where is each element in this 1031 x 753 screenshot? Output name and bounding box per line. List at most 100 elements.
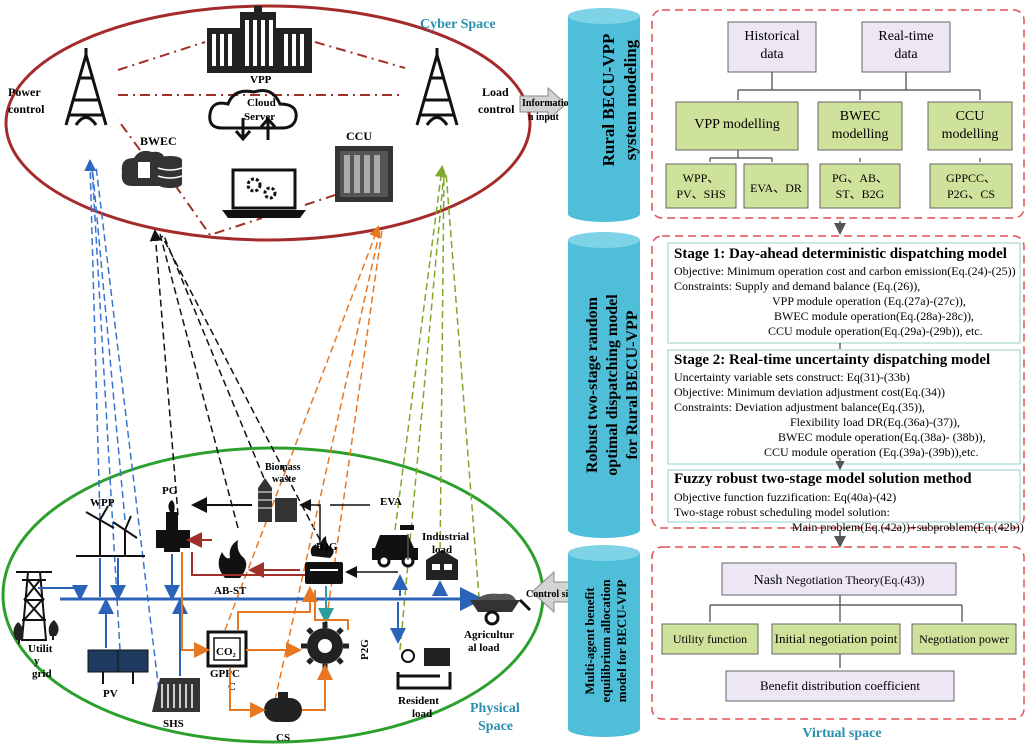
information-input-arrow xyxy=(519,86,567,122)
leaf3-line1: PG、AB、 xyxy=(831,171,888,185)
co2-label: CO₂ xyxy=(216,646,237,658)
realtime-data-text: Real-time data xyxy=(862,28,950,64)
initial-box xyxy=(771,623,901,655)
ccu-line1: CCU xyxy=(955,109,985,124)
pg-label: PG xyxy=(162,485,178,497)
stage1-title: Stage 1: Day-ahead deterministic dispatc… xyxy=(674,246,1007,262)
stage2-line: Flexibility load DR(Eq.(36a)-(37)), xyxy=(790,415,960,429)
uplinks-blue xyxy=(84,159,161,701)
stage1-line: Constraints: Supply and demand balance (… xyxy=(674,279,921,293)
stage1-line: Objective: Minimum operation cost and ca… xyxy=(674,264,1016,278)
p2g-label: P2G xyxy=(359,639,371,660)
leaf-box-1 xyxy=(665,163,737,209)
modeling-panel xyxy=(651,9,1025,219)
nash-prefix: Nash xyxy=(753,573,786,588)
initial-text: Initial negotiation point xyxy=(774,631,898,646)
sidebar-modeling-line1: Rural BECU-VPP xyxy=(599,33,618,167)
load-control-label: Load xyxy=(482,85,509,99)
vpp-label: VPP xyxy=(250,74,272,86)
benefit-connectors xyxy=(709,595,963,668)
sidebar-dispatch-line3: for Rural BECU-VPP xyxy=(624,310,641,460)
realtime-line2: data xyxy=(894,47,918,62)
physical-space-title-2: Space xyxy=(478,719,513,734)
bwec-modelling-box xyxy=(817,101,903,151)
sidebar-benefit-line3: model for BECU-VPP xyxy=(614,579,629,703)
sidebar-dispatch-line2: optimal dispatching model xyxy=(604,294,621,476)
coefficient-text: Benefit distribution coefficient xyxy=(759,678,921,693)
nash-box xyxy=(721,562,957,596)
gppcc-label-2: C xyxy=(228,681,236,693)
b2g-burner-icon xyxy=(305,536,343,584)
agricultural-label: Agricultur xyxy=(464,629,514,641)
trees-icon xyxy=(13,620,59,644)
fuzzy-line: Main problem(Eq.(42a))+subproblem(Eq.(42… xyxy=(792,520,1024,534)
wheelbarrow-icon xyxy=(470,593,532,626)
stage2-line: CCU module operation (Eq.(39a)-(39b)),et… xyxy=(764,445,979,459)
modeling-connectors xyxy=(709,72,981,162)
uplinks-olive xyxy=(394,165,481,651)
gppcc-label: GPPC xyxy=(210,668,240,680)
leaf-2-text: EVA、DR xyxy=(750,181,802,195)
ab-st-label: AB-ST xyxy=(214,585,247,597)
biomass-label-2: waste xyxy=(272,474,296,485)
laptop-icon xyxy=(222,168,306,218)
utility-grid-label-3: grid xyxy=(32,668,52,680)
nash-text: Nash Negotiation Theory(Eq.(43)) xyxy=(722,571,956,589)
stage2-line: Uncertainty variable sets construct: Eq(… xyxy=(674,370,910,384)
cloud-server-label-2: Server xyxy=(244,111,275,123)
historical-data-box xyxy=(727,21,817,73)
virtual-space-label: Virtual space xyxy=(802,726,882,741)
power-box xyxy=(911,623,1017,655)
utility-tower-icon xyxy=(16,571,52,641)
pv-label: PV xyxy=(103,688,118,700)
leaf3-line2: ST、B2G xyxy=(835,187,885,201)
stage2-title: Stage 2: Real-time uncertainty dispatchi… xyxy=(674,352,991,368)
historical-data-text: Historical data xyxy=(728,28,816,64)
utility-grid-label-2: y xyxy=(34,655,40,667)
cs-label: CS xyxy=(276,732,290,744)
leaf-box-3 xyxy=(819,163,901,209)
stage2-line: BWEC module operation(Eq.(38a)- (38b)), xyxy=(778,430,986,444)
leaf4-line2: P2G、CS xyxy=(946,187,996,201)
sidebar-benefit-line2: equilibrium allocation xyxy=(598,579,613,703)
utility-grid-label: Utilit xyxy=(28,643,53,655)
stage2-line: Objective: Minimum deviation adjustment … xyxy=(674,385,945,399)
stage1-line: VPP module operation (Eq.(27a)-(27c)), xyxy=(772,294,966,308)
uplinks-orange xyxy=(224,225,383,701)
information-input-label-2: n input xyxy=(528,112,560,123)
ccu-modelling-text: CCU modelling xyxy=(928,108,1012,144)
industrial-label: Industrial xyxy=(422,531,469,543)
utility-box xyxy=(661,623,759,655)
resident-label: Resident xyxy=(398,695,439,707)
fuzzy-line: Objective function fuzzification: Eq(40a… xyxy=(674,490,897,504)
ccu-label: CCU xyxy=(346,129,372,143)
bwec-label: BWEC xyxy=(140,134,177,148)
sidebar-modeling-line2: system modeling xyxy=(621,39,640,161)
leaf4-line1: GPPCC、 xyxy=(945,171,997,185)
realtime-data-box xyxy=(861,21,951,73)
eva-label: EVA xyxy=(380,496,402,508)
load-control-label-2: control xyxy=(478,102,515,116)
stage1-line: CCU module operation(Eq.(29a)-(29b)), et… xyxy=(768,324,983,338)
sidebar-benefit-line1: Multi-agent benefit xyxy=(582,587,597,695)
wpp-label: WPP xyxy=(90,497,115,509)
bwec-line1: BWEC xyxy=(839,109,881,124)
leaf1-line1: WPP、 xyxy=(682,171,720,185)
leaf-3-text: PG、AB、 ST、B2G xyxy=(820,170,900,202)
database-icon xyxy=(121,150,183,188)
power-tower-icon xyxy=(64,48,108,126)
leaf-box-4 xyxy=(929,163,1013,209)
grid-to-bus xyxy=(38,585,88,601)
p2g-gear-icon xyxy=(301,622,349,670)
cyber-space-ellipse xyxy=(4,4,532,242)
agricultural-label-2: al load xyxy=(468,642,499,654)
wind-turbine-icon xyxy=(76,505,145,557)
historical-line1: Historical xyxy=(744,29,800,44)
stage1-line: BWEC module operation(Eq.(28a)-28c)), xyxy=(774,309,974,323)
fuzzy-line: Two-stage robust scheduling model soluti… xyxy=(674,505,890,519)
power-text: Negotiation power xyxy=(919,632,1009,646)
physical-space-title: Physical xyxy=(470,701,520,716)
electric-car-icon xyxy=(372,515,418,568)
leaf-box-2 xyxy=(743,163,809,209)
